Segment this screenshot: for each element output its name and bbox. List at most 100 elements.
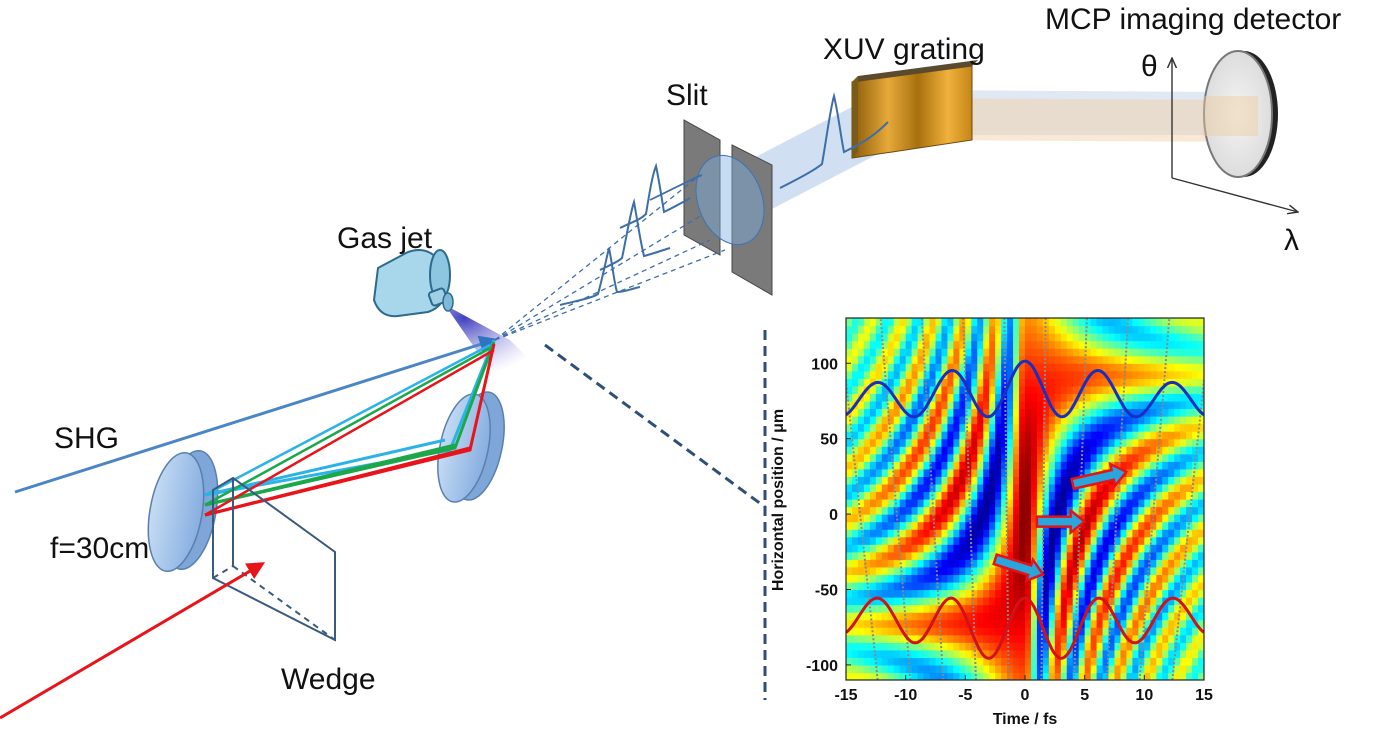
heatmap-cell [1168,664,1175,674]
heatmap-cell [1168,370,1175,379]
heatmap-cell [1078,506,1086,515]
heatmap-cell [857,642,865,651]
heatmap-cell [959,400,966,410]
heatmap-cell [923,566,931,576]
heatmap-cell [1030,514,1038,523]
heatmap-cell [851,521,859,530]
heatmap-cell [1042,612,1050,621]
heatmap-cell [863,325,871,334]
heatmap-cell [1096,574,1104,583]
heatmap-cell [1078,318,1086,327]
heatmap-cell [1162,416,1169,425]
heatmap-cell [1162,431,1169,440]
heatmap-cell [971,431,978,440]
heatmap-cell [1060,634,1068,643]
heatmap-cell [1048,355,1056,364]
heatmap-cell [1150,544,1157,553]
heatmap-cell [953,318,960,327]
heatmap-cell [1090,348,1098,357]
heatmap-cell [911,393,919,402]
heatmap-cell [977,604,984,613]
heatmap-cell [1162,657,1169,666]
heatmap-cell [905,604,913,613]
heatmap-cell [1013,438,1020,447]
heatmap-cell [1066,664,1074,674]
heatmap-cell [1186,664,1193,674]
heatmap-cell [953,400,960,410]
heatmap-cell [1054,672,1062,680]
heatmap-cell [1048,333,1056,342]
heatmap-cell [1198,453,1204,462]
heatmap-cell [1180,551,1187,560]
heatmap-cell [887,348,895,357]
heatmap-cell [1042,408,1050,417]
heatmap-cell [887,325,895,334]
heatmap-cell [977,589,984,598]
heatmap-cell [1144,521,1151,530]
heatmap-cell [929,529,937,538]
heatmap-cell [1162,476,1169,485]
heatmap-cell [905,393,913,402]
heatmap-cell [971,423,978,432]
heatmap-cell [1019,612,1026,621]
detector-axes [1172,58,1298,212]
heatmap-cell [923,642,931,651]
heatmap-cell [869,559,877,568]
heatmap-cell [1019,370,1026,379]
heatmap-cell [1007,468,1014,477]
heatmap-cell [1013,672,1020,680]
heatmap-cell [1144,604,1151,613]
heatmap-cell [1042,363,1050,372]
heatmap-cell [995,408,1002,417]
heatmap-cell [1036,483,1044,493]
heatmap-cell [881,423,889,432]
heatmap-cell [869,355,877,364]
heatmap-cell [1198,642,1204,651]
heatmap-cell [1180,514,1187,523]
heatmap-cell [1048,453,1056,462]
heatmap-cell [1042,468,1050,477]
heatmap-cell [959,446,966,455]
heatmap-cell [1156,453,1163,462]
heatmap-cell [1186,355,1193,364]
heatmap-cell [1054,385,1062,395]
heatmap-cell [1138,529,1145,538]
heatmap-cell [917,657,925,666]
heatmap-cell [1156,589,1163,598]
heatmap-cell [1030,476,1038,485]
heatmap-cell [929,634,937,643]
heatmap-cell [1025,333,1032,342]
heatmap-cell [1090,529,1098,538]
heatmap-cell [1019,378,1026,387]
x-tick-label: 10 [1135,687,1153,704]
heatmap-cell [1102,642,1110,651]
heatmap-cell [971,340,978,349]
heatmap-cell [953,604,960,613]
heatmap-cell [1078,340,1086,349]
heatmap-cell [1108,355,1116,364]
heatmap-cell [863,370,871,379]
heatmap-cell [935,536,943,545]
y-axis-title: Horizontal position / μm [770,409,787,591]
heatmap-cell [1054,378,1062,387]
heatmap-cell [1042,400,1050,410]
heatmap-cell [911,529,919,538]
heatmap-cell [1025,378,1032,387]
heatmap-cell [1084,612,1092,621]
heatmap-cell [1186,672,1193,680]
heatmap-cell [911,657,919,666]
heatmap-cell [1174,318,1181,327]
heatmap-cell [929,348,937,357]
heatmap-cell [1138,476,1145,485]
heatmap-cell [1132,483,1139,493]
heatmap-cell [929,664,937,674]
heatmap-cell [1102,544,1110,553]
heatmap-cell [1102,408,1110,417]
heatmap-cell [1078,597,1086,606]
heatmap-cell [983,604,990,613]
heatmap-cell [1096,619,1104,628]
heatmap-cell [1168,544,1175,553]
heatmap-cell [1186,476,1193,485]
heatmap-cell [1090,634,1098,643]
